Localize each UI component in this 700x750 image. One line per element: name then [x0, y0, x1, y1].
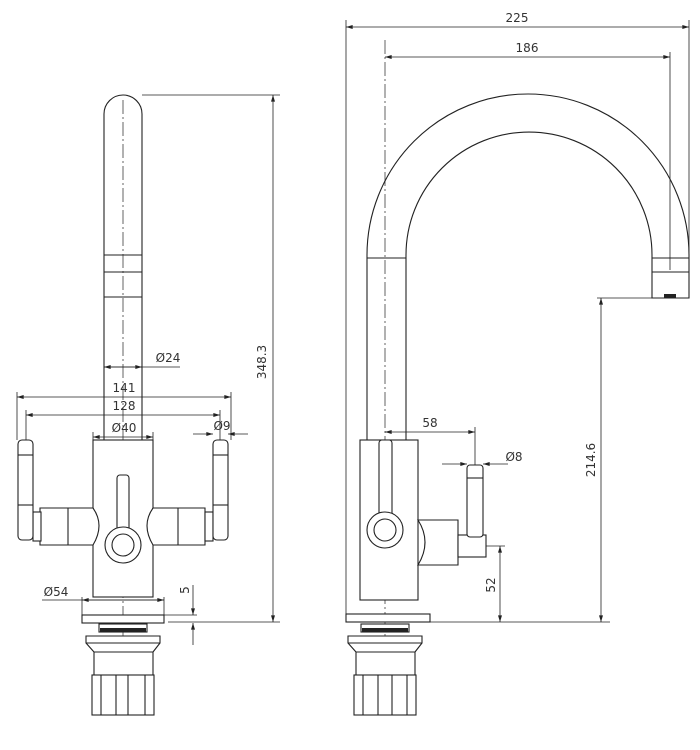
dim-base-diameter: Ø54: [44, 585, 69, 599]
front-view: 348.3 Ø24 141 128 Ø40 Ø9 Ø54 5: [16, 94, 280, 716]
arc-spout: [366, 93, 690, 441]
left-handle: [17, 439, 34, 541]
dim-lever-diameter: Ø8: [505, 450, 522, 464]
dim-lever-offset: 58: [422, 416, 437, 430]
dim-overall-reach: 225: [506, 11, 529, 25]
dim-spout-clearance: 214.6: [584, 443, 598, 477]
dim-lever-height: 52: [484, 577, 498, 592]
dim-handle-width: 141: [113, 381, 136, 395]
mounting-nut: [91, 674, 155, 716]
dim-overall-height: 348.3: [255, 345, 269, 379]
side-view: 225 186 58 Ø8 214.6 52: [345, 11, 690, 716]
dim-spout-diameter: Ø24: [156, 351, 181, 365]
dim-spout-reach: 186: [516, 41, 539, 55]
side-lever: [466, 464, 484, 538]
dim-base-thickness: 5: [178, 586, 192, 594]
dim-handle-centers: 128: [113, 399, 136, 413]
right-handle: [212, 439, 229, 541]
dim-handle-diameter: Ø9: [213, 419, 230, 433]
dim-body-diameter: Ø40: [112, 421, 137, 435]
